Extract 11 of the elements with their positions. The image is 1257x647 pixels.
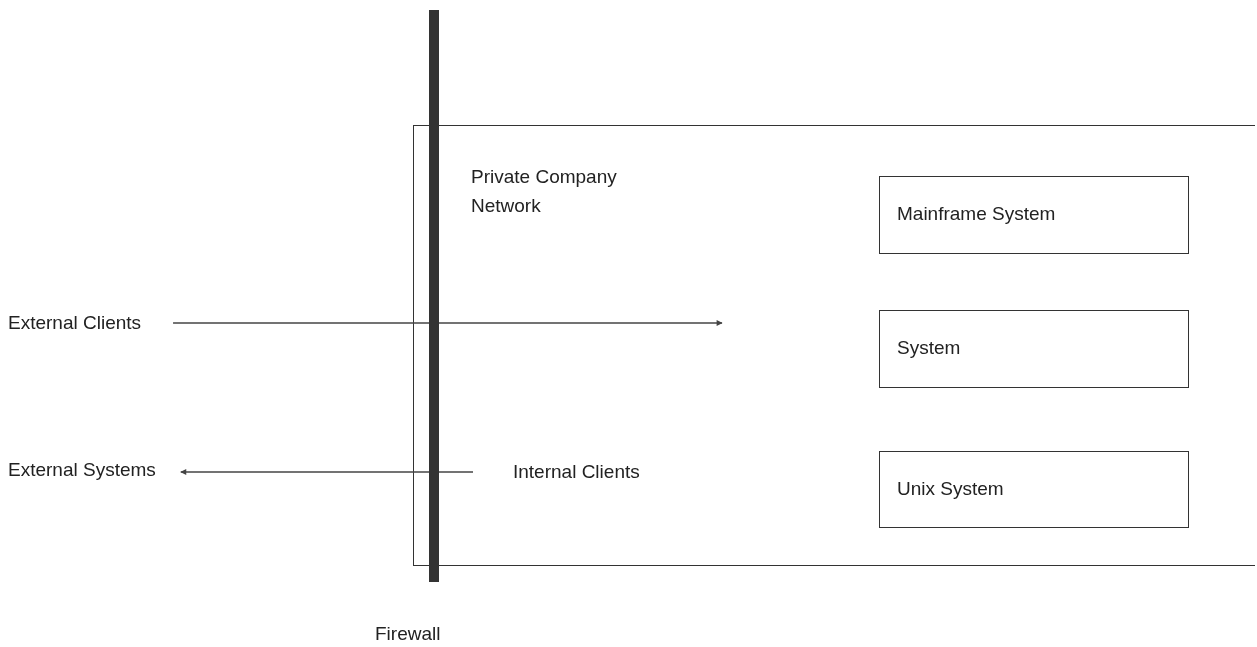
system-box: Unix System	[879, 451, 1189, 528]
network-title: Private Company Network	[471, 165, 618, 218]
node-label: External Systems	[8, 458, 156, 482]
network-box	[413, 125, 1255, 566]
system-box: System	[879, 310, 1189, 388]
arrow	[180, 469, 474, 475]
arrow	[172, 320, 723, 326]
node-label: Internal Clients	[513, 460, 640, 484]
firewall-label: Firewall	[375, 622, 441, 646]
system-box: Mainframe System	[879, 176, 1189, 254]
node-label: External Clients	[8, 311, 142, 335]
